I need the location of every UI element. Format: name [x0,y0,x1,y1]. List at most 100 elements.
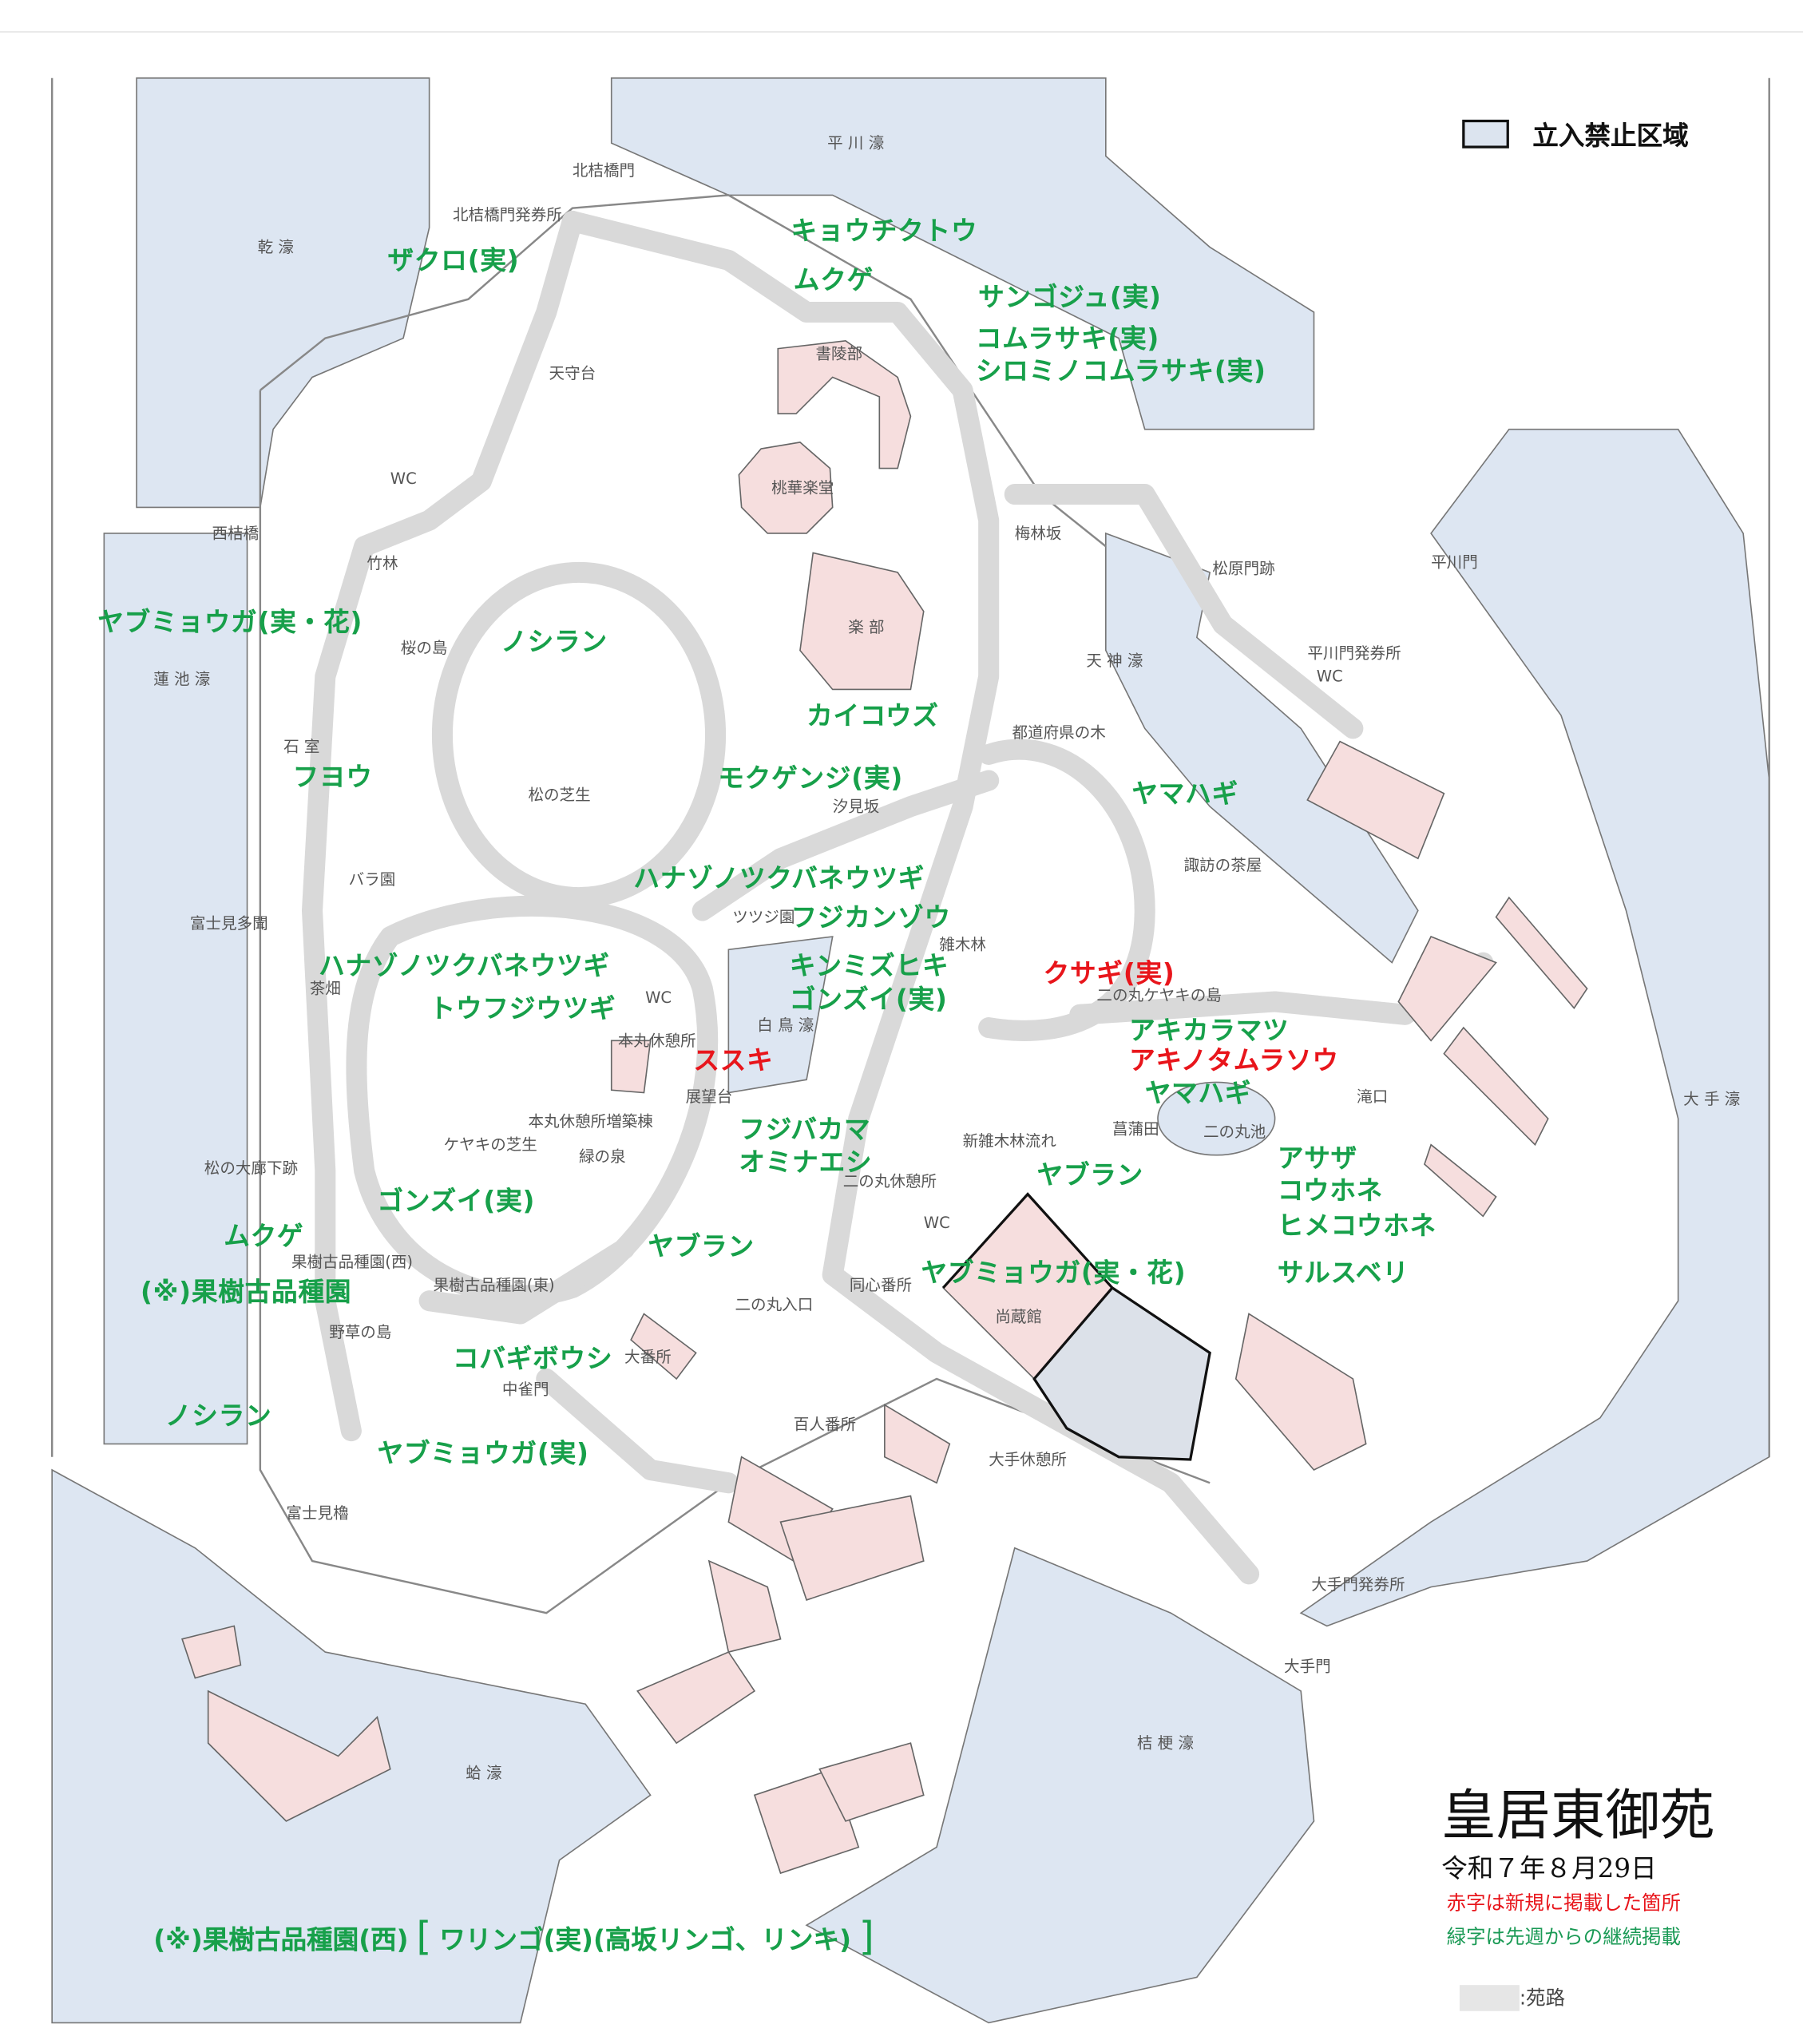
place-label: 蛤 濠 [466,1764,502,1783]
place-label: 北桔橋門 [572,161,636,180]
place-label: 果樹古品種園(東) [433,1276,555,1295]
legend-path: :苑路 [1459,1984,1566,2011]
inui-moat [136,77,430,509]
place-label: 竹林 [367,554,398,572]
plant-label: ムクゲ [224,1220,304,1252]
place-label: 桔 梗 濠 [1136,1733,1195,1753]
plant-label: サルスベリ [1277,1256,1409,1288]
place-label: 滝口 [1357,1087,1389,1106]
place-label: 梅林坂 [1014,524,1062,543]
place-label: 大手休憩所 [989,1450,1067,1469]
plant-label: モクゲンジ(実) [718,762,904,794]
plant-label: キョウチクトウ [791,214,978,246]
building-ne-5 [1495,896,1588,1009]
plant-label: アキカラマツ [1129,1014,1290,1046]
building-s-4 [707,1559,782,1654]
path-label: :苑路 [1519,1986,1566,2010]
plant-label: ハナゾノツクバネウツギ [319,949,610,981]
building-s-5 [636,1651,756,1745]
restricted-label: 立入禁止区域 [1532,119,1689,151]
place-label: バラ園 [348,869,396,889]
building-w-2 [181,1625,242,1679]
plant-label: コウホネ [1277,1175,1384,1206]
place-label: 桃華楽堂 [771,478,834,497]
plant-label: サンゴジュ(実) [978,280,1162,313]
new-plant-label: アキノタムラソウ [1129,1044,1339,1076]
place-label: 百人番所 [793,1415,857,1434]
hakucho-moat [727,936,834,1094]
place-label: WC [390,469,417,488]
place-label: 乾 濠 [257,238,294,256]
place-label: 緑の泉 [578,1147,626,1166]
place-label: ケヤキの芝生 [443,1135,537,1155]
building-ne-2 [1397,935,1497,1042]
place-label: 富士見櫓 [286,1503,349,1523]
plant-label: コバギボウシ [452,1342,613,1374]
place-label: 松原門跡 [1212,559,1275,578]
plant-label: ヤブラン [648,1230,755,1262]
place-label: 同心番所 [849,1276,913,1295]
ninomaru-pond [1157,1081,1276,1156]
plant-label: (※)果樹古品種園 [140,1276,352,1308]
plant-label: カイコウズ [806,699,939,731]
place-label: 二の丸ケヤキの島 [1096,985,1222,1004]
place-label: 平川門発券所 [1307,644,1401,663]
plant-label: アサザ [1277,1142,1358,1174]
place-label: 茶畑 [309,979,341,998]
plant-label: ゴンズイ(実) [789,983,948,1015]
place-label: 果樹古品種園(西) [291,1252,414,1271]
building-w-1 [207,1689,391,1822]
place-label: 展望台 [685,1087,733,1106]
hasuike-moat [103,533,248,1445]
note-green: 緑字は先週からの継続掲載 [1446,1925,1681,1949]
place-label: 諏訪の茶屋 [1183,856,1262,874]
building-s-2 [779,1495,925,1601]
place-label: WC [1316,667,1343,686]
plant-label: ヤブラン [1036,1159,1144,1190]
plant-label: オミナエシ [739,1146,873,1178]
place-label: 新雑木林流れ [962,1131,1056,1151]
place-label: 二の丸休憩所 [842,1171,937,1190]
building-o-1 [630,1313,697,1380]
place-label: 平 川 濠 [827,133,885,153]
bracket-open: [ [416,1915,432,1961]
plant-label: ヤブミョウガ(実・花) [921,1256,1187,1288]
kikyo-moat [805,1547,1315,2024]
plant-label: ノシラン [501,625,608,657]
buildings [181,340,1588,1875]
plant-label: フジバカマ [739,1113,871,1145]
shoryobu-building [777,340,912,469]
map-date: 令和７年８月29日 [1441,1852,1657,1884]
plant-label: フジカンゾウ [791,901,951,933]
place-label: 二の丸池 [1203,1122,1266,1141]
place-label: 汐見坂 [832,797,880,816]
place-label: 白 鳥 濠 [757,1016,814,1035]
bottom-note: (※)果樹古品種園(西) [ ワリンゴ(実)(高坂リンゴ、リンキ) ] [153,1915,874,1960]
place-label: 大手門 [1284,1657,1331,1676]
place-label: WC [645,988,672,1008]
plant-label: ヤブミョウガ(実) [377,1437,589,1469]
plant-label: トウフジウツギ [429,992,616,1024]
place-label: 天守台 [549,364,596,382]
place-label: 書陵部 [815,344,863,363]
place-label: WC [923,1214,950,1232]
place-label: 本丸休憩所 [617,1031,696,1050]
place-label: 本丸休憩所増築棟 [528,1111,653,1131]
moats [51,77,1770,2024]
place-label: 大番所 [624,1347,672,1366]
plant-label: ヤマハギ [1131,778,1238,810]
plant-label: シロミノコムラサキ(実) [975,355,1266,386]
new-plant-label: ススキ [693,1044,774,1076]
plant-label: キンミズヒキ [789,949,949,981]
building-s-3 [884,1404,951,1484]
tokagakudo-building [738,442,834,534]
place-label: 桜の島 [400,638,448,657]
garden-outline [50,77,1770,1614]
place-label: 大 手 濠 [1683,1090,1741,1109]
plant-label: ムクゲ [793,263,874,295]
legend-restricted: 立入禁止区域 [1462,114,1689,152]
gakubu-building [799,552,925,691]
place-label: 二の丸入口 [735,1295,814,1314]
place-label: 尚蔵館 [995,1307,1043,1326]
